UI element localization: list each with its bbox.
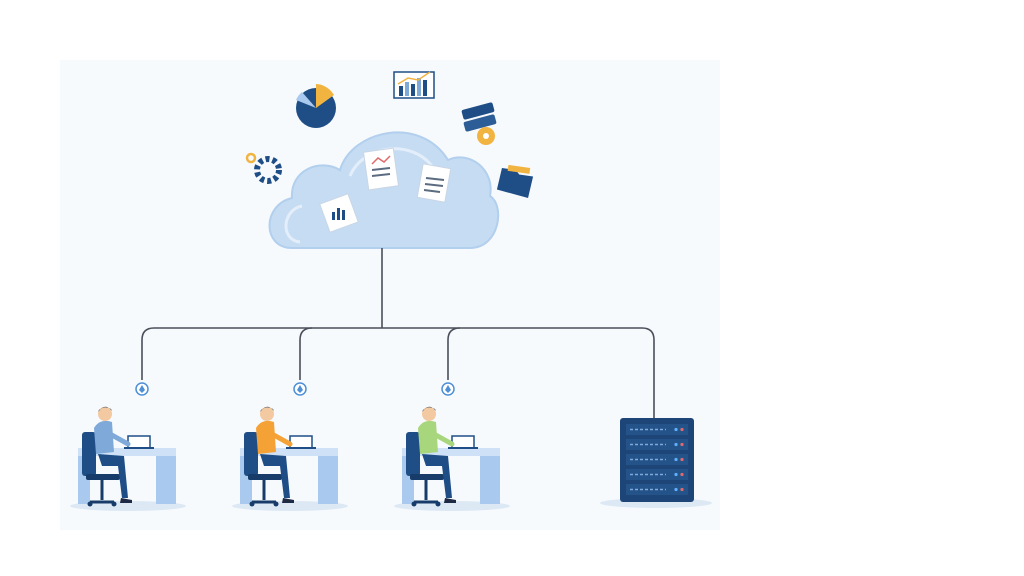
server-unit [626,484,688,495]
workstation [394,406,510,511]
server-rack [600,418,712,508]
folder-icon [496,164,534,198]
gear-icon [245,152,282,184]
server-unit [626,424,688,435]
document-icon [416,163,452,203]
pie-chart-icon [296,84,336,128]
workstation [70,406,186,511]
document-icon [362,147,400,191]
connector-nodes [135,382,455,396]
bar-chart-card-icon [393,71,435,99]
network-lines [141,248,655,420]
bar-chart-card-icon [319,193,359,233]
server-unit [626,439,688,450]
server-unit [626,469,688,480]
workstations [70,406,510,511]
database-gear-icon [461,102,497,145]
workstation [232,406,348,511]
server-unit [626,454,688,465]
